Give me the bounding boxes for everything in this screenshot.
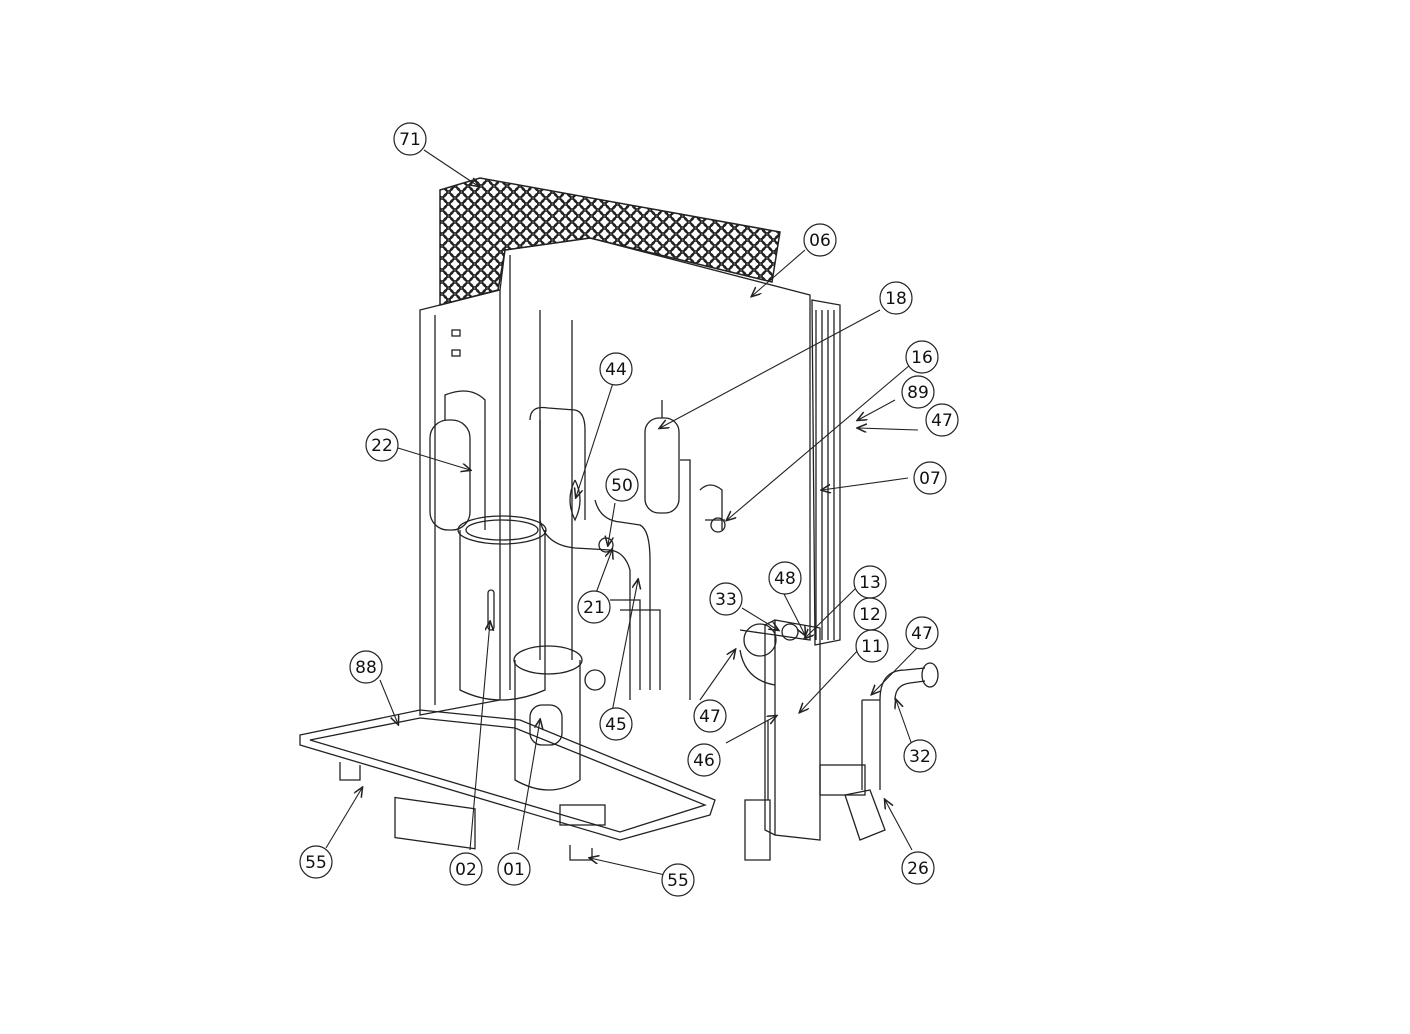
- svg-text:32: 32: [909, 747, 931, 767]
- callout-47-top: 47: [925, 403, 959, 437]
- svg-text:21: 21: [583, 598, 605, 618]
- callout-11: 11: [855, 629, 889, 663]
- svg-text:01: 01: [503, 860, 525, 880]
- callout-55-left: 55: [299, 845, 333, 879]
- svg-text:47: 47: [931, 411, 953, 431]
- svg-text:48: 48: [774, 569, 796, 589]
- callout-16: 16: [905, 340, 939, 374]
- callout-47-right: 47: [905, 616, 939, 650]
- callout-48: 48: [768, 561, 802, 595]
- svg-text:88: 88: [355, 658, 377, 678]
- callout-44: 44: [599, 352, 633, 386]
- plate-heat-exchanger: [774, 619, 821, 841]
- callout-50: 50: [605, 468, 639, 502]
- callout-33: 33: [709, 582, 743, 616]
- wire-guard-mesh: [439, 177, 781, 306]
- callout-32: 32: [903, 739, 937, 773]
- base-tray: [299, 709, 716, 841]
- callout-47-middle: 47: [693, 699, 727, 733]
- callout-26: 26: [901, 851, 935, 885]
- accumulator: [429, 419, 471, 531]
- back-panel: [504, 237, 811, 641]
- svg-text:22: 22: [371, 436, 393, 456]
- svg-text:89: 89: [907, 383, 929, 403]
- condenser-coil: [811, 299, 841, 646]
- callout-22: 22: [365, 428, 399, 462]
- callout-18: 18: [879, 281, 913, 315]
- callouts: 71 06 18 16 89 47 44 22 50 07 13 48 33 1…: [299, 122, 959, 897]
- svg-text:13: 13: [859, 573, 881, 593]
- callout-06: 06: [803, 223, 837, 257]
- svg-text:47: 47: [911, 624, 933, 644]
- callout-88: 88: [349, 650, 383, 684]
- svg-text:55: 55: [667, 871, 689, 891]
- callout-13: 13: [853, 565, 887, 599]
- svg-text:06: 06: [809, 231, 831, 251]
- svg-text:12: 12: [859, 605, 881, 625]
- callout-12: 12: [853, 597, 887, 631]
- svg-text:45: 45: [605, 715, 627, 735]
- unit-structure: [299, 177, 939, 861]
- svg-text:16: 16: [911, 348, 933, 368]
- svg-text:71: 71: [399, 130, 421, 150]
- receiver: [644, 417, 680, 514]
- callout-89: 89: [901, 375, 935, 409]
- callout-46: 46: [687, 743, 721, 777]
- svg-text:50: 50: [611, 476, 633, 496]
- svg-text:46: 46: [693, 751, 715, 771]
- svg-text:55: 55: [305, 853, 327, 873]
- svg-text:47: 47: [699, 707, 721, 727]
- pipe-assembly: [529, 406, 661, 700]
- callout-21: 21: [577, 590, 611, 624]
- svg-text:07: 07: [919, 469, 941, 489]
- compressor: [514, 660, 581, 791]
- callout-07: 07: [913, 461, 947, 495]
- svg-text:02: 02: [455, 860, 477, 880]
- svg-text:44: 44: [605, 360, 627, 380]
- svg-text:11: 11: [861, 637, 883, 657]
- pump: [819, 764, 866, 796]
- callout-71: 71: [393, 122, 427, 156]
- leader-lines: [325, 149, 921, 876]
- callout-02: 02: [449, 852, 483, 886]
- tank-cylinder: [459, 530, 546, 701]
- svg-text:18: 18: [885, 289, 907, 309]
- svg-text:26: 26: [907, 859, 929, 879]
- callout-01: 01: [497, 852, 531, 886]
- callout-45: 45: [599, 707, 633, 741]
- callout-55-bottom: 55: [661, 863, 695, 897]
- svg-text:33: 33: [715, 590, 737, 610]
